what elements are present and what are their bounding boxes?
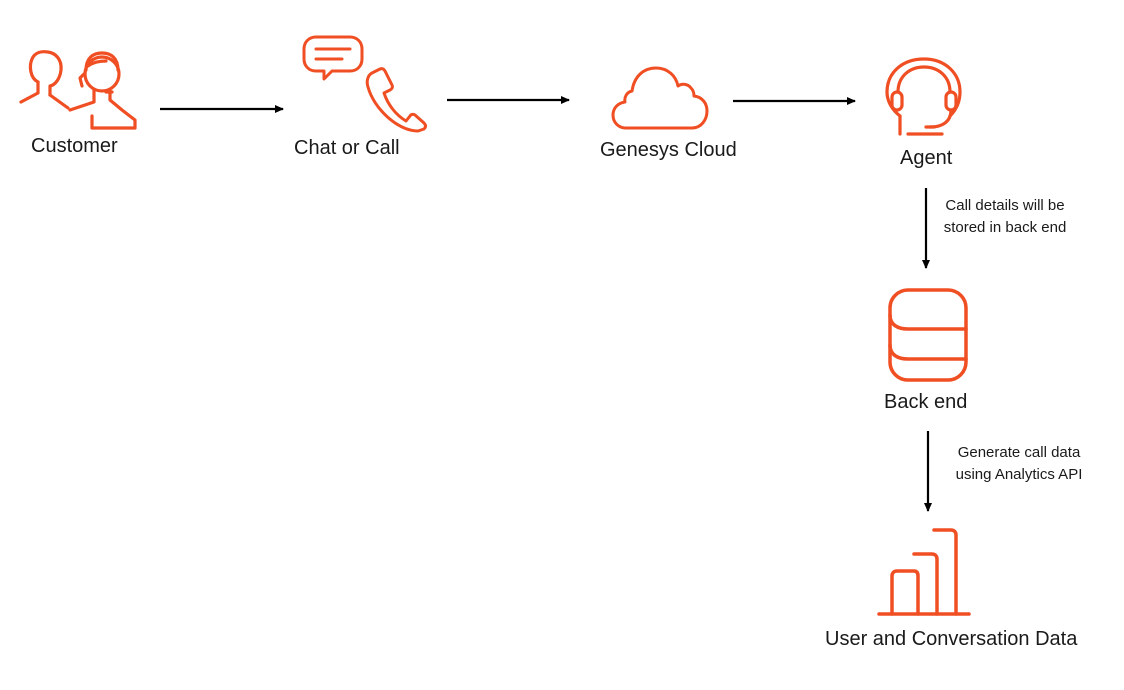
- node-label-genesys: Genesys Cloud: [600, 139, 737, 161]
- edge-note-agent-backend: Call details will be stored in back end: [930, 195, 1080, 239]
- node-label-chat-call: Chat or Call: [294, 137, 400, 159]
- node-label-backend: Back end: [884, 391, 968, 413]
- cloud-icon: [611, 66, 709, 130]
- edge-note-backend-data: Generate call data using Analytics API: [944, 442, 1094, 486]
- node-label-agent: Agent: [900, 147, 953, 169]
- chat-phone-icon: [302, 35, 427, 133]
- headset-agent-icon: [885, 57, 962, 136]
- edge-note-line: Call details will be: [945, 197, 1065, 214]
- edge-note-line: using Analytics API: [955, 466, 1083, 483]
- node-label-data: User and Conversation Data: [825, 628, 1078, 650]
- customer-people-icon: [19, 50, 137, 130]
- edge-note-line: Generate call data: [957, 444, 1081, 461]
- database-icon: [888, 288, 968, 382]
- bar-chart-icon: [877, 528, 971, 616]
- node-label-customer: Customer: [31, 135, 118, 157]
- edge-note-line: stored in back end: [943, 219, 1067, 236]
